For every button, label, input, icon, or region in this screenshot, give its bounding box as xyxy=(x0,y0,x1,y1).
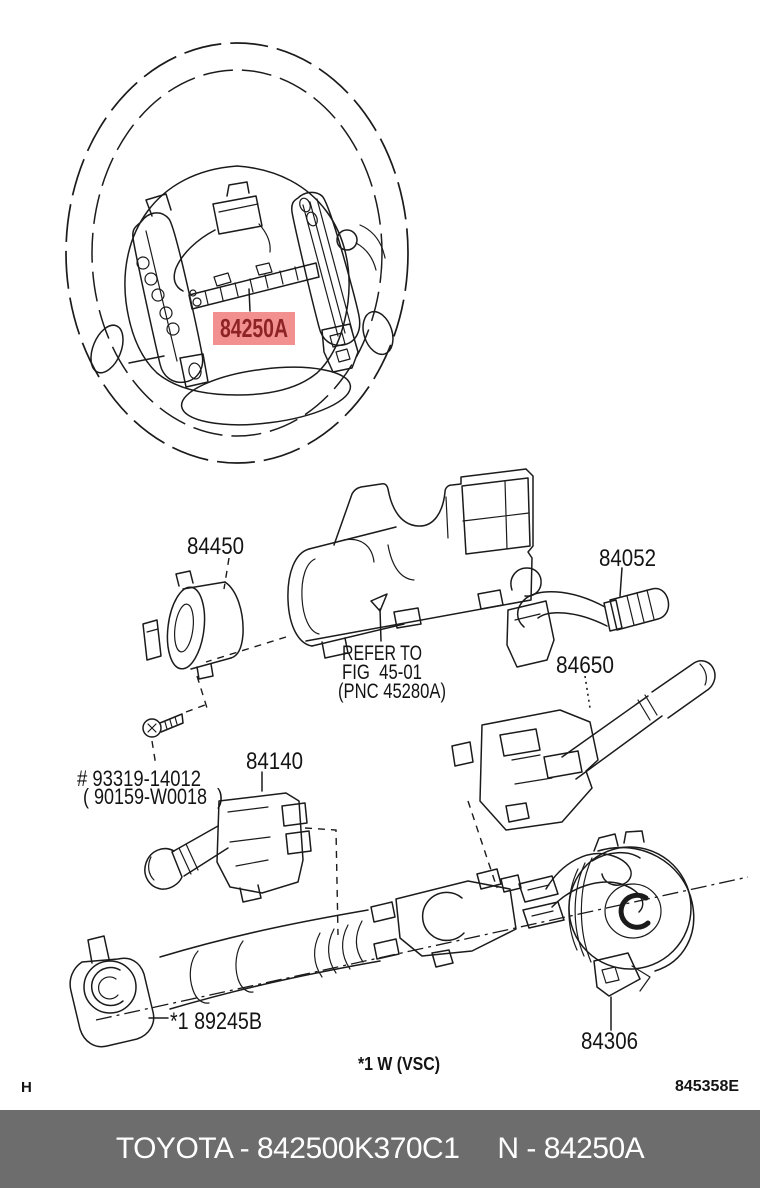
spoke-line xyxy=(128,355,165,364)
column-cover-group xyxy=(205,468,534,663)
label-layer: 84450 84052 84650 84140 84306 *1 89245B … xyxy=(21,533,739,1096)
leader-84450 xyxy=(223,557,230,590)
parts-diagram: 84250A xyxy=(21,42,749,1096)
steering-wheel-group: 84250A xyxy=(65,42,409,464)
axis-centerline xyxy=(95,876,749,1021)
right-switch-pod xyxy=(291,191,386,373)
footer-brand-part-number: TOYOTA - 842500K370C1 xyxy=(115,1132,460,1165)
part-label-84140[interactable]: 84140 xyxy=(246,748,303,775)
spiral-c-mark xyxy=(618,892,651,930)
key-plate-84052 xyxy=(506,567,670,668)
ignition-switch-84450 xyxy=(142,557,244,709)
left-switch-pod xyxy=(132,193,209,388)
spiral-cable-84306 xyxy=(518,830,695,1031)
part-label-93319-14012[interactable]: # 93319-14012 xyxy=(77,766,201,791)
vsc-footnote: *1 W (VSC) xyxy=(358,1054,440,1074)
wiper-switch-84650 xyxy=(451,660,716,889)
headlamp-switch-84140 xyxy=(144,771,339,936)
footer-ref-part-number: N - 84250A xyxy=(497,1132,645,1165)
part-label-84450[interactable]: 84450 xyxy=(187,533,244,560)
part-label-84306[interactable]: 84306 xyxy=(581,1028,638,1055)
column-shaft-group xyxy=(69,868,749,1048)
highlight-box-84250a[interactable] xyxy=(213,312,295,345)
part-label-90159-w0018[interactable]: ( 90159-W0018 ) xyxy=(83,784,223,809)
part-label-89245b[interactable]: *1 89245B xyxy=(170,1008,262,1035)
leader-dash-84140 xyxy=(304,827,339,936)
part-label-84052[interactable]: 84052 xyxy=(599,545,656,572)
refer-note-line1: REFER TO xyxy=(342,642,422,665)
harness-connector xyxy=(173,181,271,292)
center-switch-bar xyxy=(188,262,320,310)
leader-84052 xyxy=(619,567,623,597)
part-label-84250a[interactable]: 84250A xyxy=(220,313,288,343)
wheel-rim-outer xyxy=(65,42,409,464)
leader-84650 xyxy=(584,675,591,709)
refer-note-line3: (PNC 45280A) xyxy=(338,680,446,703)
wheel-rim-inner xyxy=(91,69,383,437)
page-marker: H xyxy=(21,1079,32,1096)
figure-code: 845358E xyxy=(675,1078,739,1095)
refer-note-line2: FIG 45-01 xyxy=(342,661,422,684)
part-label-84650[interactable]: 84650 xyxy=(556,652,614,679)
hub-left-opening xyxy=(90,324,124,374)
leader-84250a xyxy=(248,288,251,312)
refer-pointer xyxy=(370,593,388,612)
hub-bottom-opening xyxy=(180,366,352,426)
screw-group xyxy=(142,704,206,767)
footer-bar: TOYOTA - 842500K370C1 N - 84250A xyxy=(0,1110,760,1188)
hub-right-opening xyxy=(362,310,394,356)
